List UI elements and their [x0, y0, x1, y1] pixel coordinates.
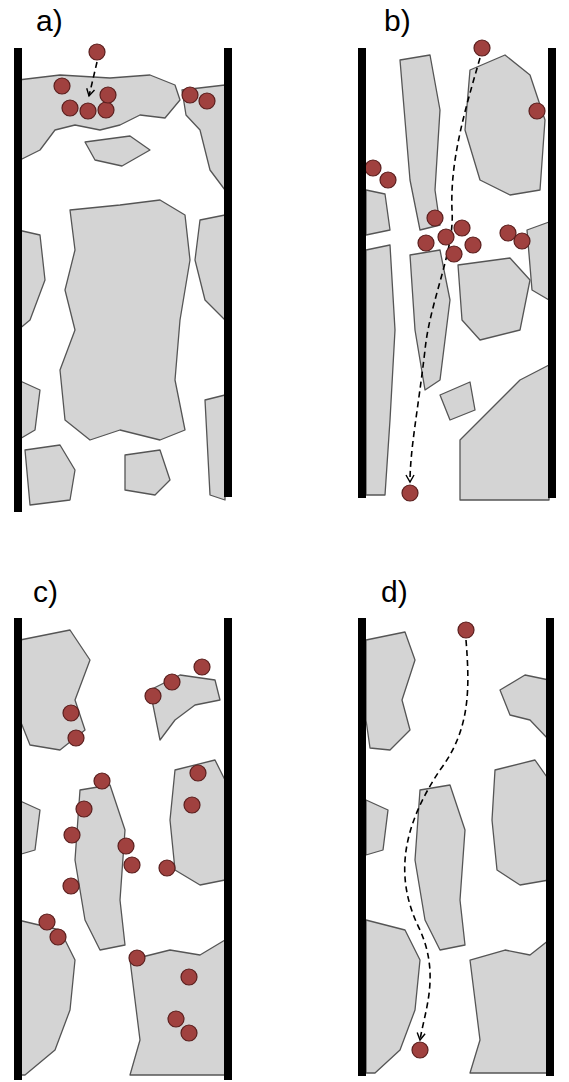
panel-b — [362, 40, 552, 501]
panel-label: b) — [384, 6, 411, 36]
panel-c — [18, 618, 228, 1080]
panel-d — [362, 618, 550, 1076]
panel-a — [18, 44, 228, 512]
panel-label: c) — [33, 577, 58, 607]
panel-label: d) — [381, 577, 408, 607]
panel-label: a) — [36, 6, 63, 36]
